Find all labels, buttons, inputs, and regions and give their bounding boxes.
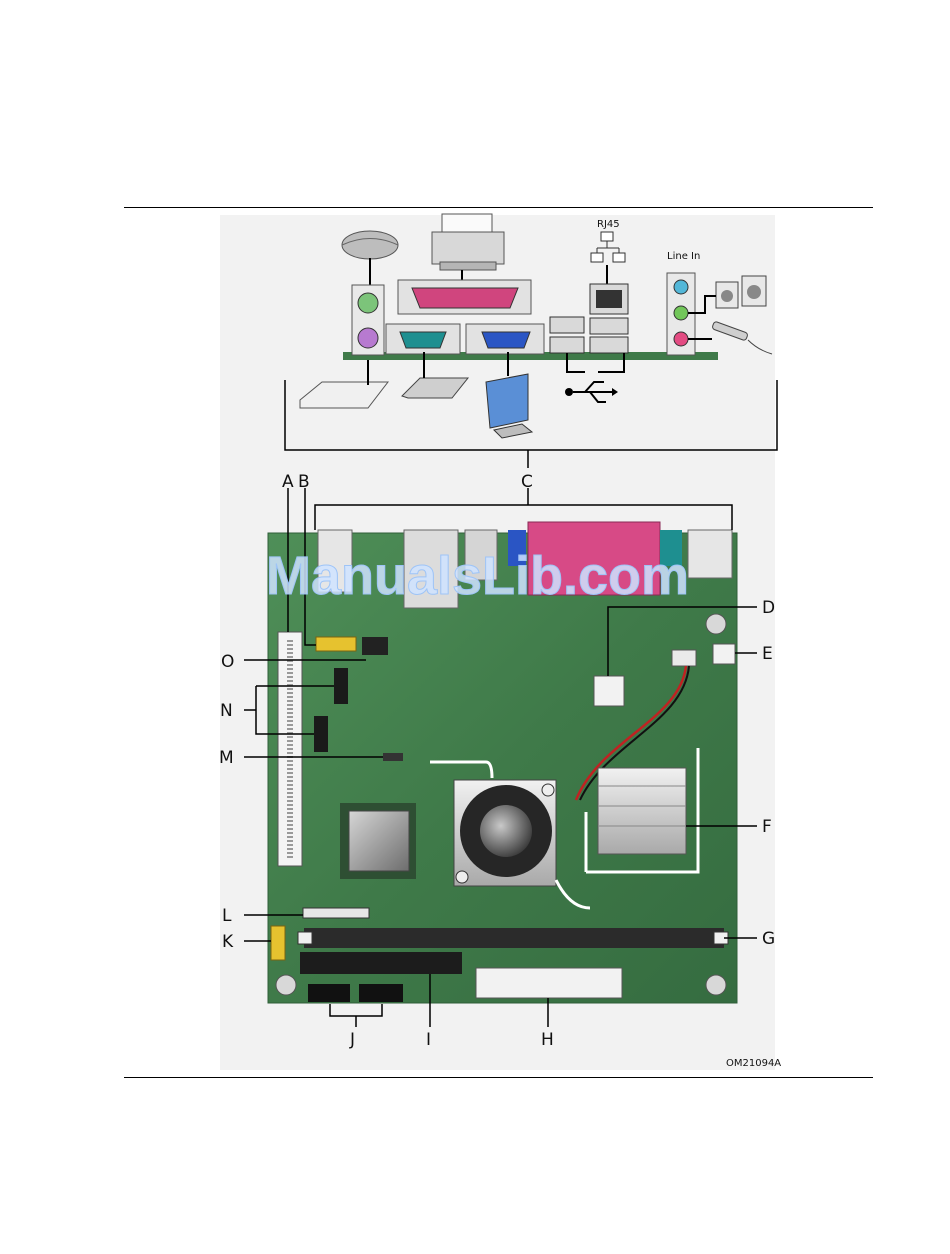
line-in-jack[interactable] — [674, 280, 688, 294]
ps2-mouse-port[interactable] — [358, 293, 378, 313]
callout-i: I — [426, 1030, 431, 1050]
usb-header-n1 — [334, 668, 348, 704]
dimm-slot — [304, 928, 724, 948]
ide-connector — [300, 952, 462, 974]
parallel-port[interactable] — [412, 288, 518, 308]
callout-a: A — [282, 472, 294, 492]
lan-usb-stack[interactable] — [590, 284, 628, 353]
callout-b: B — [298, 472, 310, 492]
figure-id: OM21094A — [726, 1058, 781, 1069]
power-connector-d — [594, 676, 624, 706]
callout-e: E — [762, 644, 773, 664]
callout-g: G — [762, 929, 775, 949]
watermark: ManualsLib.com — [266, 546, 689, 606]
serial-port[interactable] — [400, 332, 446, 348]
callout-d: D — [762, 598, 775, 618]
callout-n: N — [220, 701, 233, 721]
mount-hole-br — [706, 975, 726, 995]
mount-hole-tr — [706, 614, 726, 634]
fan-header-o — [362, 637, 388, 655]
callout-c: C — [521, 472, 533, 492]
callout-f: F — [762, 817, 772, 837]
sata-cable-l — [303, 908, 369, 918]
fan-header-top — [672, 650, 696, 666]
callout-h: H — [541, 1030, 554, 1050]
fan-header-e — [713, 644, 735, 664]
callout-l: L — [222, 906, 232, 926]
callout-o: O — [221, 652, 234, 672]
callout-k: K — [222, 932, 234, 952]
mount-hole-bl — [276, 975, 296, 995]
front-panel-yellow-header — [316, 637, 356, 651]
usb-header-n2 — [314, 716, 328, 752]
callout-j: J — [349, 1030, 355, 1050]
ps2-keyboard-port[interactable] — [358, 328, 378, 348]
rj45-label: RJ45 — [597, 219, 620, 230]
header-m — [383, 753, 403, 761]
sata-port-2 — [359, 984, 403, 1002]
mic-jack[interactable] — [674, 332, 688, 346]
vga-port[interactable] — [482, 332, 530, 348]
callout-m: M — [219, 748, 234, 768]
audio-block-top — [688, 530, 732, 578]
line-in-label: Line In — [667, 251, 700, 262]
sata-port-1 — [308, 984, 350, 1002]
header-k — [271, 926, 285, 960]
line-out-jack[interactable] — [674, 306, 688, 320]
atx-power-connector — [476, 968, 622, 998]
